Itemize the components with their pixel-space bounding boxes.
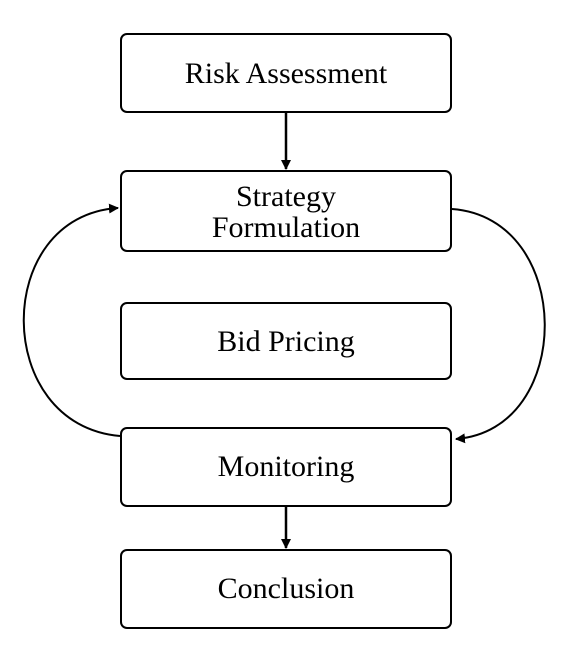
node-bid-pricing-label: Bid Pricing	[217, 325, 355, 358]
node-strategy-formulation: Strategy Formulation	[120, 170, 452, 252]
node-conclusion-label: Conclusion	[218, 572, 355, 605]
node-strategy-formulation-label-line1: Strategy	[236, 180, 336, 213]
arrow-monitoring-to-strategy	[22, 203, 121, 437]
arrow-strategy-to-monitoring	[451, 208, 546, 444]
node-monitoring-label: Monitoring	[218, 450, 355, 483]
node-strategy-formulation-box	[120, 170, 452, 252]
node-monitoring-box	[120, 427, 452, 507]
node-bid-pricing-box	[120, 302, 452, 380]
node-strategy-formulation-label-line2: Formulation	[212, 211, 360, 244]
node-risk-assessment-box	[120, 33, 452, 113]
node-risk-assessment-label: Risk Assessment	[185, 57, 388, 90]
node-monitoring: Monitoring	[120, 427, 452, 507]
node-bid-pricing: Bid Pricing	[120, 302, 452, 380]
node-conclusion-box	[120, 549, 452, 629]
node-risk-assessment: Risk Assessment	[120, 33, 452, 113]
node-conclusion: Conclusion	[120, 549, 452, 629]
